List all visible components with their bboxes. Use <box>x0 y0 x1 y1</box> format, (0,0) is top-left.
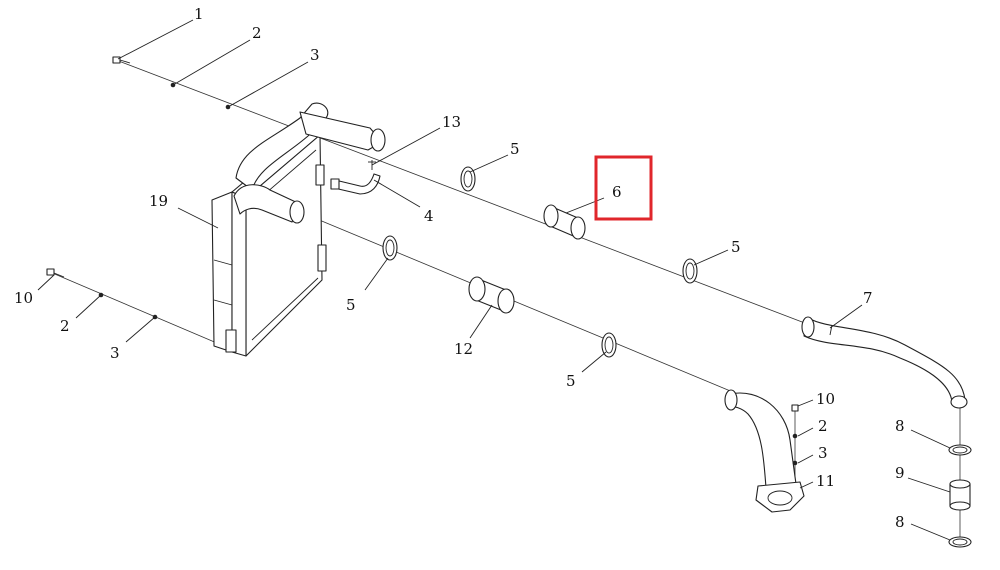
leader-lines <box>37 19 951 541</box>
callout-19: 19 <box>149 192 168 210</box>
callout-9: 9 <box>895 464 905 482</box>
callout-3: 3 <box>110 344 120 362</box>
callout-12: 12 <box>454 340 473 358</box>
rubber-sleeve-part-9 <box>949 479 971 511</box>
hose-part-4 <box>330 173 381 195</box>
flat-washer-part-3-right <box>792 460 798 466</box>
bolt-part-1 <box>112 56 131 64</box>
bolt-part-10-left <box>46 268 65 278</box>
callout-5: 5 <box>510 140 520 158</box>
bolt-part-10-right <box>791 404 799 412</box>
intercooler-part-19 <box>211 102 386 357</box>
bent-pipe-part-7 <box>801 316 968 409</box>
upper-fasteners <box>112 56 231 110</box>
hose-clamp-part-8-lower <box>948 536 972 548</box>
callout-11: 11 <box>816 472 835 490</box>
callout-10: 10 <box>816 390 835 408</box>
callout-2: 2 <box>60 317 70 335</box>
lower-axis-line <box>299 211 741 396</box>
hose-clamp-part-8-upper <box>948 444 972 456</box>
callout-5: 5 <box>566 372 576 390</box>
rubber-sleeve-part-6 <box>543 204 586 240</box>
callout-5: 5 <box>346 296 356 314</box>
callout-2: 2 <box>252 24 262 42</box>
flange-part-11 <box>755 481 805 513</box>
callout-13: 13 <box>442 113 461 131</box>
rubber-sleeve-part-12 <box>468 276 515 314</box>
callout-3: 3 <box>818 444 828 462</box>
callout-6: 6 <box>612 183 622 201</box>
callout-10: 10 <box>14 289 33 307</box>
right-fasteners <box>791 404 799 466</box>
callout-8: 8 <box>895 513 905 531</box>
bent-pipe-lower <box>724 389 797 489</box>
hose-clamp-part-5-right <box>682 258 698 284</box>
callout-4: 4 <box>424 207 434 225</box>
hose-clamp-part-5-lower <box>601 332 617 358</box>
hose-clamp-part-5-upper <box>460 166 476 192</box>
lower-left-axis-line <box>49 271 246 356</box>
callout-1: 1 <box>194 5 204 23</box>
callout-labels: 1 2 3 13 5 6 19 4 5 10 2 3 5 12 7 5 10 2… <box>14 5 905 531</box>
callout-7: 7 <box>863 289 873 307</box>
lower-left-fasteners <box>46 268 158 320</box>
spring-washer-part-2-right <box>792 433 798 439</box>
callout-2: 2 <box>818 417 828 435</box>
callout-3: 3 <box>310 46 320 64</box>
hose-clamp-part-5-mid <box>382 235 398 261</box>
callout-5: 5 <box>731 238 741 256</box>
callout-8: 8 <box>895 417 905 435</box>
callout-highlight-box <box>594 155 653 221</box>
